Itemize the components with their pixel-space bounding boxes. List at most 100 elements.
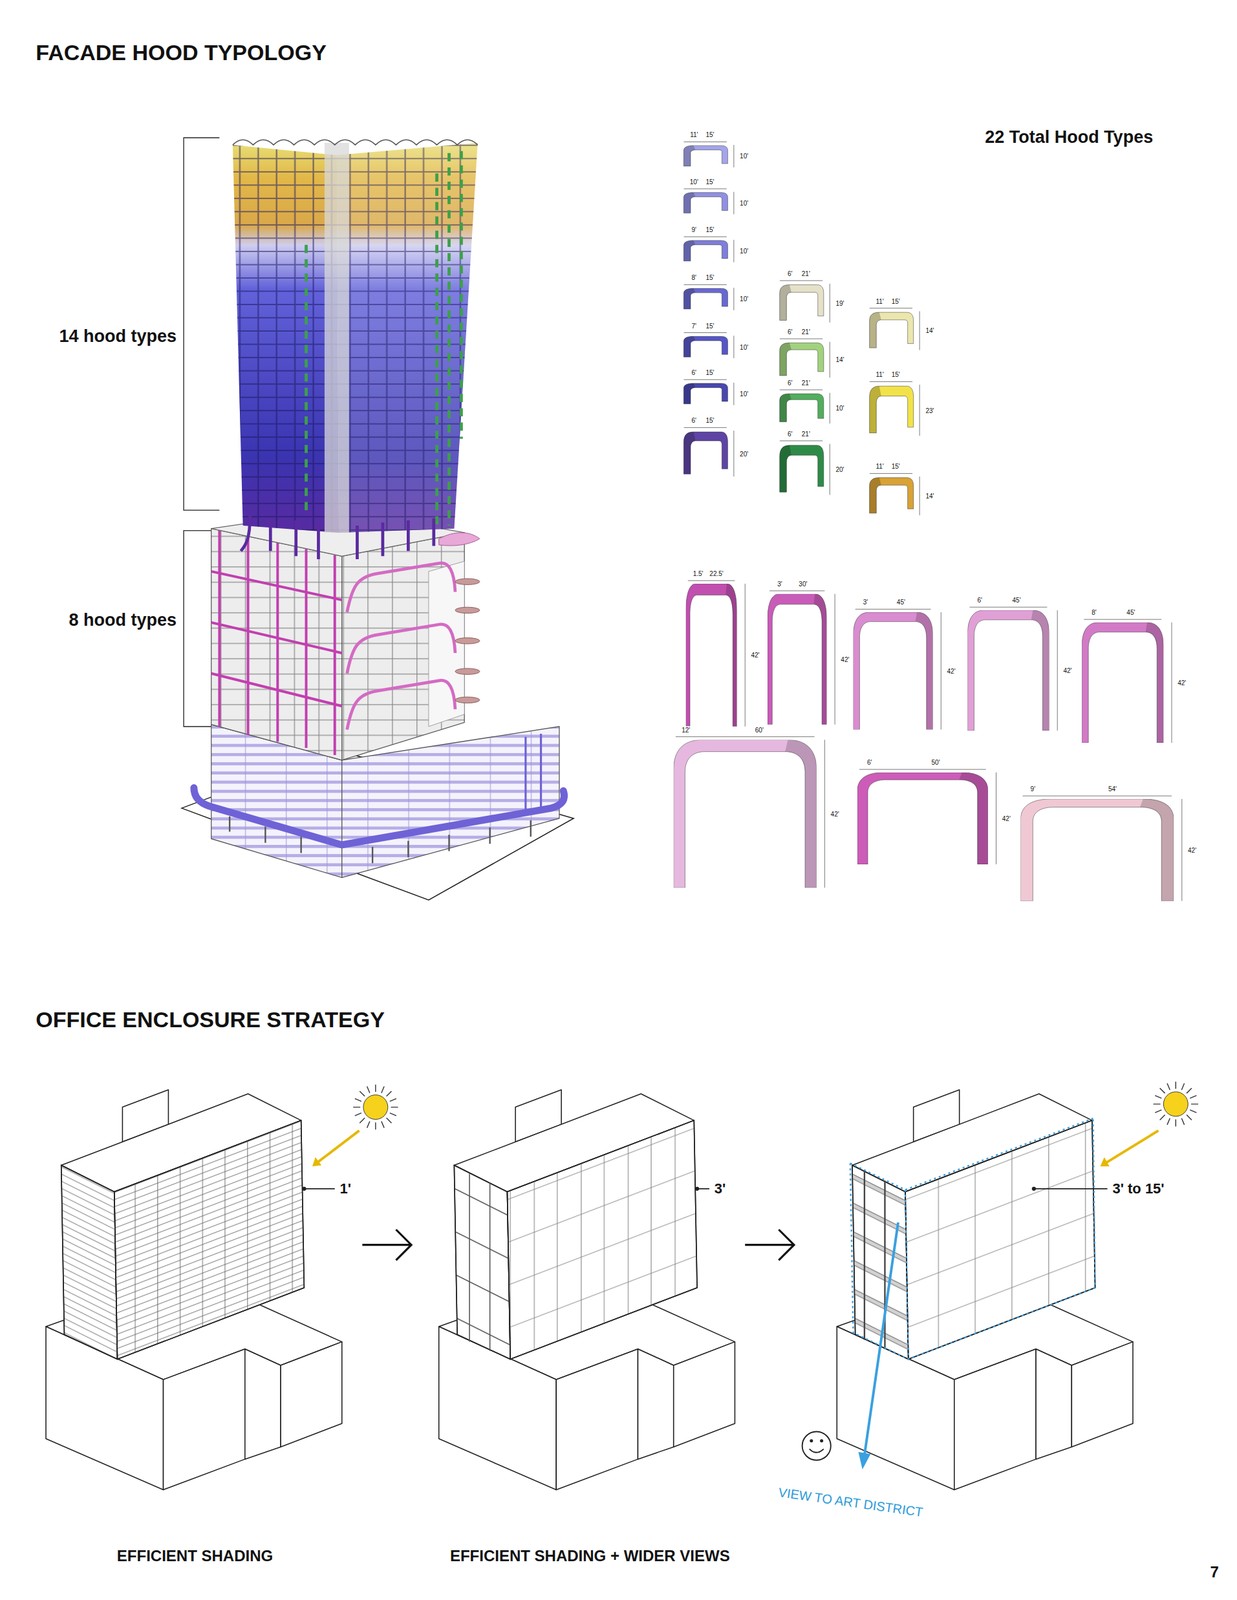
- tower-illustration: [525, 733, 542, 814]
- dimension-label: 11': [874, 297, 884, 305]
- tower-illustration: [439, 532, 480, 546]
- step-caption: EFFICIENT SHADING: [117, 1548, 273, 1565]
- dimension-label: 15': [704, 226, 715, 234]
- dimension-label: 23': [924, 406, 935, 414]
- dimension-label: 15': [891, 462, 901, 471]
- hood-icon: [673, 145, 1174, 902]
- building-massing: [506, 1120, 698, 1360]
- sun-symbol: [1153, 1081, 1199, 1127]
- leader-line: [303, 1188, 1108, 1190]
- dimension-label: 6': [691, 417, 698, 425]
- dimension-label: 21': [801, 430, 811, 438]
- dimension-label: 6': [786, 378, 793, 387]
- leader-line: [695, 1187, 700, 1192]
- tower-illustration: [232, 144, 339, 533]
- hood-icon: [1081, 622, 1164, 743]
- dimension-label: 14': [924, 327, 935, 335]
- dimension-label: 11': [874, 462, 884, 471]
- hood-icon: [779, 445, 824, 493]
- hood-icon: [779, 342, 824, 376]
- dimension-label: 6': [691, 369, 698, 377]
- dimension-label: 15': [704, 274, 715, 282]
- dimension-label: 42': [750, 651, 760, 659]
- building-massing: [61, 1165, 118, 1360]
- tower-illustration: [347, 563, 456, 731]
- building-massing: [45, 1090, 343, 1491]
- dimension-label: 15': [704, 131, 715, 139]
- dimension-line: [675, 580, 1183, 902]
- tower-illustration: [455, 697, 480, 703]
- hood-icon: [1020, 799, 1174, 902]
- dimension-label: 15': [704, 417, 715, 425]
- hood-icon: [869, 386, 914, 433]
- hood-icon: [869, 477, 914, 514]
- dimension-label: 10': [739, 295, 749, 303]
- dimension-label: 10': [739, 390, 749, 398]
- hood-icon: [686, 583, 738, 727]
- dimension-label: 3': [862, 598, 869, 606]
- dimension-label: 10': [739, 199, 749, 207]
- tower-illustration: [336, 142, 478, 533]
- bracket-label: 8 hood types: [69, 611, 178, 631]
- count-label: 22 Total Hood Types: [984, 128, 1153, 148]
- dimension-callout: 3' to 15': [1112, 1181, 1164, 1197]
- dimension-label: 10': [834, 404, 845, 412]
- hood-icon: [683, 288, 728, 310]
- dimension-label: 42': [1001, 814, 1012, 822]
- dimension-label: 14': [924, 492, 935, 500]
- tower-illustration: [342, 532, 465, 761]
- tower-illustration: [211, 528, 343, 761]
- hood-icon: [779, 285, 824, 321]
- tower-illustration: [232, 139, 478, 145]
- dimension-label: 10': [739, 152, 749, 160]
- building-massing: [45, 1090, 1133, 1491]
- dimension-label: 12': [680, 726, 691, 734]
- smiley-icon: [819, 1439, 824, 1443]
- tower-illustration: [181, 139, 574, 901]
- page-title: FACADE HOOD TYPOLOGY: [35, 40, 327, 65]
- dimension-label: 45': [896, 598, 906, 606]
- tower-illustration: [455, 607, 480, 614]
- dimension-line: [869, 308, 920, 516]
- hood-icon: [683, 383, 728, 405]
- tower-illustration: [211, 530, 343, 756]
- dimension-label: 42': [1187, 846, 1197, 854]
- hood-icon: [767, 594, 828, 725]
- building-massing: [905, 1120, 1096, 1360]
- dimension-label: 6': [786, 270, 793, 278]
- dimension-label: 10': [689, 177, 700, 185]
- bracket: [183, 137, 220, 511]
- dimension-callout: 1': [340, 1181, 352, 1197]
- dimension-label: 20': [834, 466, 845, 474]
- dimension-label: 10': [739, 343, 749, 351]
- dimension-label: 15': [704, 369, 715, 377]
- smiley-icon: [809, 1449, 824, 1453]
- dimension-label: 15': [891, 371, 901, 379]
- view-arrow: [858, 1222, 899, 1470]
- dimension-label: 14': [834, 356, 845, 364]
- hood-icon: [853, 612, 934, 731]
- building-massing: [864, 1171, 886, 1350]
- dimension-label: 6': [976, 596, 983, 604]
- building-massing: [114, 1120, 305, 1360]
- dimension-label: 15': [704, 177, 715, 185]
- dimension-label: 8': [1090, 609, 1097, 617]
- step-caption: EFFICIENT SHADING + WIDER VIEWS: [450, 1548, 731, 1565]
- view-label: VIEW TO ART DISTRICT: [777, 1485, 925, 1520]
- building-massing: [453, 1165, 511, 1360]
- process-arrow: [362, 1229, 412, 1261]
- dimension-label: 21': [801, 270, 811, 278]
- hood-icon: [857, 772, 989, 865]
- building-massing: [836, 1090, 1133, 1491]
- hood-icon: [683, 240, 728, 262]
- dimension-label: 3': [776, 580, 783, 588]
- dimension-label: 1.5': [692, 570, 705, 578]
- process-arrow: [744, 1229, 795, 1261]
- building-massing: [439, 1090, 736, 1491]
- hood-icon: [967, 610, 1049, 731]
- dimension-label: 10': [739, 247, 749, 255]
- dimension-label: 8': [691, 274, 698, 282]
- hood-icon: [683, 145, 728, 167]
- dimension-label: 9': [1030, 785, 1036, 793]
